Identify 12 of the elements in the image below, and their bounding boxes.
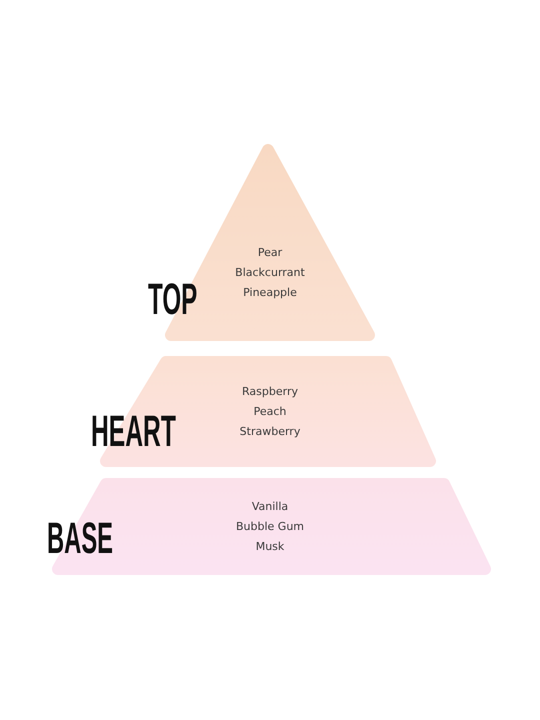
note-text: Bubble Gum xyxy=(236,520,304,534)
note-text: Pineapple xyxy=(243,286,297,300)
note-text: Raspberry xyxy=(242,385,298,399)
note-text: Pear xyxy=(258,246,282,260)
note-text: Peach xyxy=(254,405,286,419)
tier-heading: BASE xyxy=(47,517,114,561)
note-text: Vanilla xyxy=(252,500,288,514)
note-text: Strawberry xyxy=(240,425,300,439)
note-text: Blackcurrant xyxy=(235,266,305,280)
note-text: Musk xyxy=(256,540,284,554)
tier-heading: TOP xyxy=(148,278,198,322)
tier-heading: HEART xyxy=(91,410,176,454)
